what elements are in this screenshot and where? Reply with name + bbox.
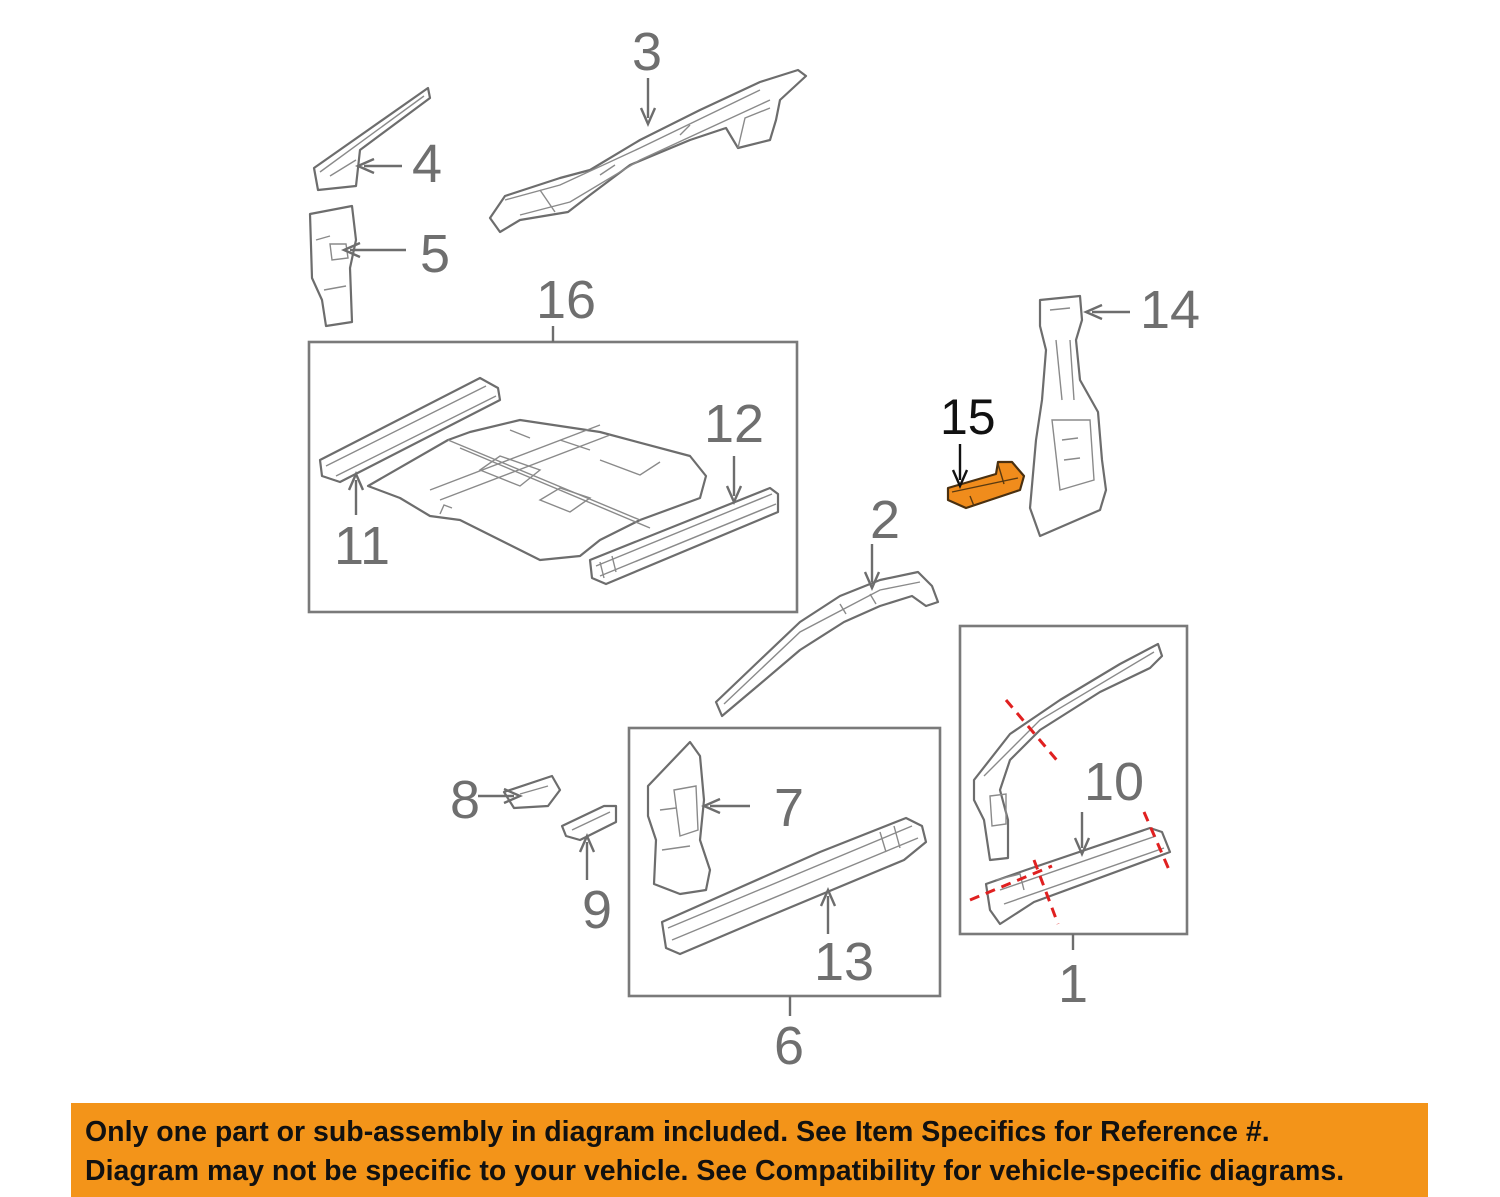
arrowhead-9 xyxy=(578,833,596,853)
part-2-side-rail[interactable] xyxy=(714,570,940,718)
arrowhead-7 xyxy=(701,797,721,815)
part-1-pillar[interactable] xyxy=(972,642,1164,862)
part-14-center-pillar[interactable] xyxy=(1028,294,1108,538)
arrowhead-15 xyxy=(951,469,969,489)
cut-line-mid xyxy=(1032,859,1060,925)
callout-11: 11 xyxy=(334,516,390,576)
part-10-rocker-section[interactable] xyxy=(984,826,1172,926)
part-4-bracket[interactable] xyxy=(312,86,432,192)
arrowhead-11 xyxy=(347,471,365,491)
callout-12: 12 xyxy=(704,394,764,454)
cut-line-left xyxy=(969,864,1053,902)
arrowhead-12 xyxy=(725,485,743,505)
notice-banner: Only one part or sub-assembly in diagram… xyxy=(71,1103,1428,1197)
callout-10: 10 xyxy=(1084,752,1144,812)
part-8-bracket[interactable] xyxy=(502,774,562,810)
part-9-bracket[interactable] xyxy=(560,804,618,842)
callout-16: 16 xyxy=(536,270,596,330)
arrowhead-13 xyxy=(819,887,837,907)
arrowhead-3 xyxy=(639,107,657,127)
cut-line-right xyxy=(1142,811,1172,873)
frame-6-assembly xyxy=(627,726,942,998)
callout-14: 14 xyxy=(1140,280,1200,340)
cut-line-upper xyxy=(1004,699,1062,765)
part-3-upper-rail[interactable] xyxy=(488,68,808,234)
notice-line-1: Only one part or sub-assembly in diagram… xyxy=(85,1116,1270,1148)
callout-1: 1 xyxy=(1058,954,1088,1014)
arrowhead-8 xyxy=(503,787,523,805)
part-11-rocker-rail[interactable] xyxy=(318,376,502,484)
arrowhead-5 xyxy=(341,241,361,259)
callout-3: 3 xyxy=(632,22,662,82)
notice-line-2: Diagram may not be specific to your vehi… xyxy=(85,1155,1345,1187)
callout-13: 13 xyxy=(814,932,874,992)
part-12-rocker-rail[interactable] xyxy=(588,486,780,586)
callout-6: 6 xyxy=(774,1016,804,1076)
callout-2: 2 xyxy=(870,490,900,550)
arrowhead-4 xyxy=(355,157,375,175)
part-7-pillar-lower[interactable] xyxy=(646,740,712,896)
floor-pan[interactable] xyxy=(366,418,708,562)
callout-5: 5 xyxy=(420,224,450,284)
callout-4: 4 xyxy=(412,134,442,194)
callout-9: 9 xyxy=(582,880,612,940)
arrowhead-10 xyxy=(1073,837,1091,857)
arrowhead-14 xyxy=(1083,303,1103,321)
part-13-outer-rocker[interactable] xyxy=(660,816,928,956)
callout-8: 8 xyxy=(450,770,480,830)
arrowhead-2 xyxy=(863,571,881,591)
callout-7: 7 xyxy=(774,778,804,838)
part-15-highlighted-bracket[interactable] xyxy=(946,460,1026,510)
callout-15: 15 xyxy=(940,389,996,445)
part-5-bracket[interactable] xyxy=(308,204,358,328)
